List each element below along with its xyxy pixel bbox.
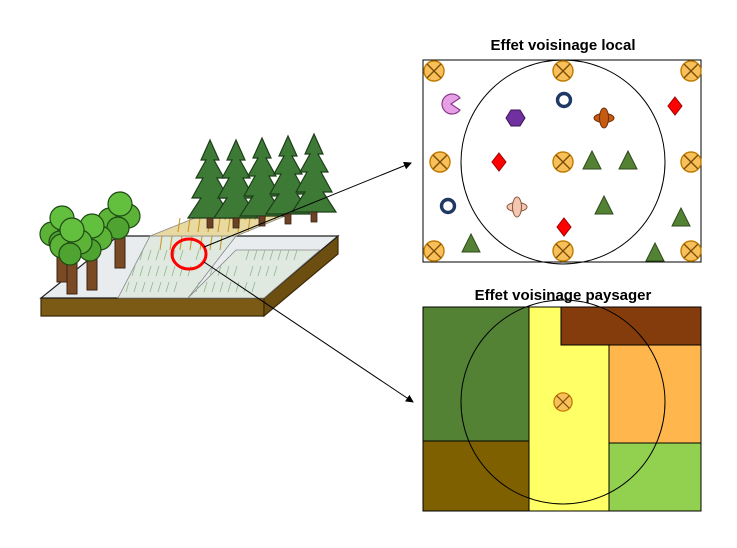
crossed-circle-icon [680, 240, 702, 262]
soil-front-face [40, 297, 265, 317]
crossed-circle-icon [553, 392, 573, 412]
crossed-circle-icon [423, 240, 445, 262]
four-petal-icon [593, 107, 615, 129]
crossed-circle-icon [552, 151, 574, 173]
crop-texture [125, 249, 298, 293]
soil-patch [422, 440, 530, 512]
landscape-neighbourhood-radius [460, 299, 666, 505]
crossed-circle-icon [552, 240, 574, 262]
local-neighbourhood-radius [460, 59, 666, 265]
crossed-circle-icon [552, 60, 574, 82]
focal-plot-highlight [170, 237, 208, 271]
crossed-circle-icon [423, 60, 445, 82]
landscape-neighbourhood-panel [422, 299, 702, 512]
crossed-circle-icon [429, 151, 451, 173]
arrow-to-landscape-panel [203, 261, 414, 403]
landscape-panel-title: Effet voisinage paysager [475, 287, 652, 304]
crossed-circle-icon [680, 151, 702, 173]
orange-crop-patch [608, 344, 702, 444]
local-panel-title: Effet voisinage local [490, 37, 635, 54]
light-green-patch [608, 442, 702, 512]
four-petal-icon [506, 196, 528, 218]
landscape-panel-frame [422, 306, 702, 512]
pacman-icon [441, 93, 461, 115]
forest-patch [422, 306, 530, 442]
hexagon-icon [505, 109, 526, 127]
field-parcel-right [187, 249, 322, 299]
arrow-to-local-panel [203, 161, 412, 248]
crossed-circle-icon [680, 60, 702, 82]
landscape-illustration [40, 133, 340, 318]
local-neighbourhood-panel [422, 59, 702, 265]
conifer-trees [187, 133, 337, 229]
